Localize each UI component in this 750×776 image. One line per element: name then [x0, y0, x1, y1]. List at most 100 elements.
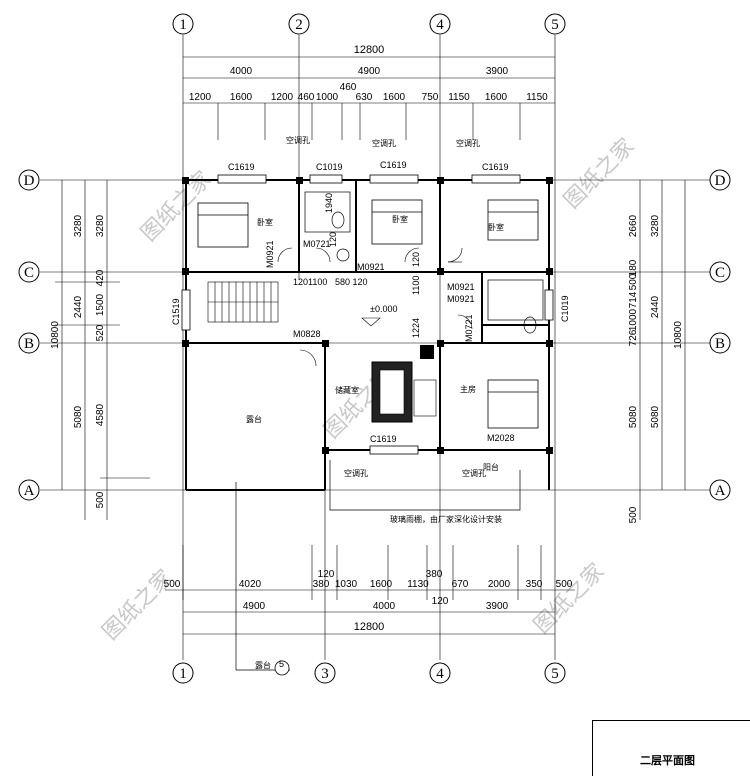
dim-left-2440: 2440 [73, 295, 84, 318]
axis-label-d-left: D [24, 173, 35, 189]
dim-bot-380: 380 [313, 579, 330, 590]
dim-bot-120a: 120 [318, 569, 335, 580]
code-c1519: C1519 [171, 298, 181, 325]
dim-top-1000: 1000 [316, 92, 339, 103]
dim-right-500: 500 [628, 273, 639, 290]
code-580120: 580 120 [335, 277, 368, 287]
dim-top-1150a: 1150 [448, 92, 470, 103]
axis-label-4-top: 4 [436, 17, 444, 33]
drawing-title: 二层平面图 [640, 754, 695, 767]
code-1100: 1100 [411, 276, 421, 295]
left-dimensions: 10800 3280 2440 5080 500 3280 420 1500 5… [50, 214, 106, 508]
title-block [592, 720, 750, 776]
code-1201100: 1201100 [293, 277, 327, 287]
code-m0721-2: M0721 [464, 314, 474, 342]
dim-top-460b: 460 [298, 92, 315, 103]
dim-top-1600c: 1600 [485, 92, 508, 103]
aircon-3: 空调孔 [456, 138, 480, 148]
dim-bot-4900: 4900 [243, 601, 266, 612]
dim-right-5080b: 5080 [650, 405, 661, 428]
room-bedroom-3: 卧室 [488, 222, 504, 232]
code-c1019-2: C1019 [560, 295, 570, 322]
dim-bot-2000: 2000 [488, 579, 511, 590]
aircon-5: 空调孔 [462, 468, 486, 478]
dim-top-1150b: 1150 [526, 92, 548, 103]
right-dimensions: 2660 180 500 714 1000 726 5080 500 3280 … [628, 214, 684, 523]
code-120a: 120 [328, 232, 338, 247]
dim-top-total: 12800 [354, 44, 385, 56]
dim-right-500b: 500 [628, 506, 639, 523]
dim-bot-3900: 3900 [486, 601, 509, 612]
room-labels: 卧室 卧室 卧室 主房 露台 储藏室 阳台 空调孔 空调孔 空调孔 空调孔 空调… [246, 135, 504, 670]
dim-right-total: 10800 [673, 321, 684, 349]
dim-right-2660: 2660 [628, 214, 639, 237]
dim-left-520: 520 [95, 324, 106, 341]
aircon-4: 空调孔 [344, 468, 368, 478]
dim-right-5080a: 5080 [628, 405, 639, 428]
dim-left-total: 10800 [50, 321, 61, 349]
aircon-2: 空调孔 [372, 138, 396, 148]
top-dimension-lines [183, 56, 555, 140]
code-m2028: M2028 [487, 433, 515, 443]
level-marker [361, 317, 381, 327]
dim-left-5080: 5080 [73, 405, 84, 428]
code-1940: 1940 [324, 193, 334, 213]
axis-lines [40, 35, 710, 660]
dim-left-500: 500 [95, 491, 106, 508]
top-dimensions: 12800 4000 4900 3900 460 1200 1600 1200 … [189, 44, 548, 103]
dim-bot-380b: 380 [426, 569, 443, 580]
code-m0921-1: M0921 [265, 240, 275, 268]
dim-top-460: 460 [340, 82, 357, 93]
dim-left-420: 420 [95, 269, 106, 286]
code-m0921-4: M0921 [447, 294, 475, 304]
room-balcony: 阳台 [483, 462, 499, 472]
kitchen-block [371, 345, 437, 423]
dim-top-630: 630 [356, 92, 373, 103]
axis-bubbles [18, 13, 731, 684]
room-master: 主房 [460, 384, 476, 394]
bath-fixtures [304, 191, 544, 334]
axis-label-1-top: 1 [179, 17, 187, 33]
aircon-1: 空调孔 [286, 135, 310, 145]
dim-bot-1600: 1600 [370, 579, 393, 590]
room-kitchen: 储藏室 [335, 385, 359, 395]
dim-top-750: 750 [422, 92, 439, 103]
right-dimension-lines [639, 180, 686, 520]
dim-top-1600a: 1600 [230, 92, 253, 103]
section-marker: 5 [274, 659, 290, 676]
axis-label-b-left: B [24, 336, 34, 352]
code-m0921-3: M0921 [447, 282, 475, 292]
dim-bot-1030: 1030 [335, 579, 358, 590]
watermark-4: 图纸之家 [98, 565, 178, 645]
canopy-outline [235, 460, 521, 671]
columns [182, 177, 553, 454]
code-c1019-1: C1019 [316, 162, 343, 172]
code-c1619-3: C1619 [482, 162, 509, 172]
dim-right-726: 726 [628, 329, 639, 346]
code-c1619-1: C1619 [228, 162, 255, 172]
dim-bot-1130: 1130 [407, 579, 429, 590]
code-1224: 1224 [411, 318, 421, 338]
dim-top-1600b: 1600 [383, 92, 406, 103]
dim-top-1200b: 1200 [271, 92, 294, 103]
axis-label-5-bottom: 5 [551, 666, 559, 682]
code-c1619-4: C1619 [370, 434, 397, 444]
axis-labels: 1 2 4 5 1 3 4 5 D C B A D C B A [24, 17, 726, 682]
code-120b: 120 [411, 252, 421, 267]
axis-label-2-top: 2 [295, 17, 303, 33]
watermark-2: 图纸之家 [559, 134, 639, 214]
axis-label-a-left: A [24, 483, 35, 499]
dim-bot-4000: 4000 [373, 601, 396, 612]
dim-left-3280b: 3280 [95, 214, 106, 237]
window-door-codes: C1619 C1019 C1619 C1619 C1619 C1519 C101… [171, 160, 570, 444]
dim-right-3280: 3280 [650, 214, 661, 237]
code-c1619-2: C1619 [380, 160, 407, 170]
dim-right-2440: 2440 [650, 295, 661, 318]
axis-label-4-bottom: 4 [436, 666, 444, 682]
left-dimension-lines [55, 180, 150, 520]
dim-right-1000: 1000 [628, 308, 639, 331]
dim-bot-4020: 4020 [239, 579, 262, 590]
dim-bot-670: 670 [452, 579, 469, 590]
axis-label-d-right: D [715, 173, 726, 189]
axis-label-c-right: C [715, 265, 725, 281]
